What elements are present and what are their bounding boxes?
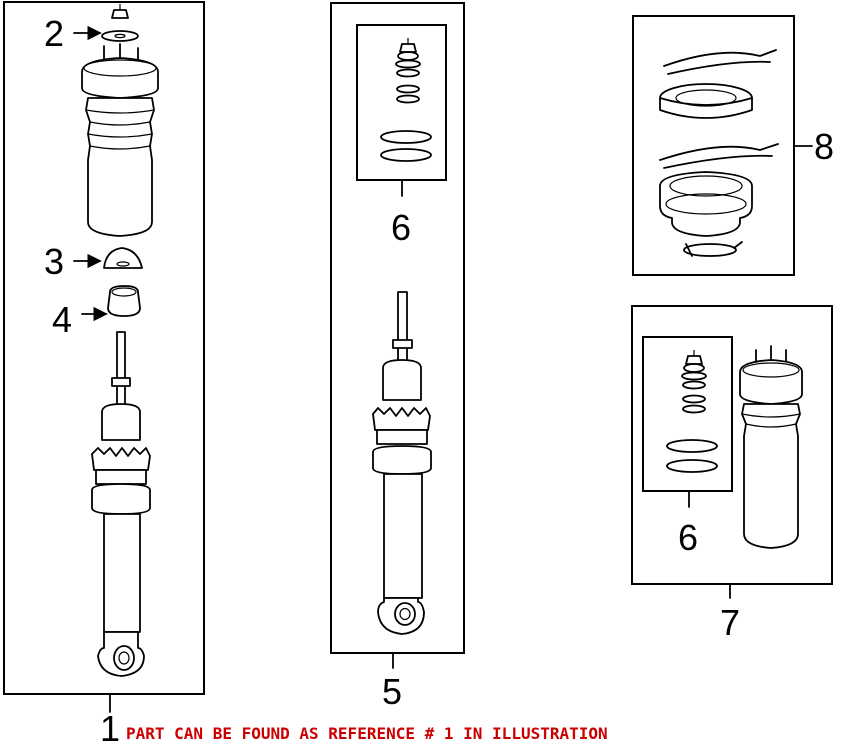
air-spring-unit <box>739 345 803 549</box>
callout-2: 2 <box>44 13 64 54</box>
callout-8: 8 <box>814 126 834 167</box>
panel-5-frame <box>330 2 465 654</box>
bump-stop-part <box>107 285 141 317</box>
shock-absorber-unit <box>372 291 432 635</box>
callout-7: 7 <box>720 602 740 643</box>
callout-5: 5 <box>382 671 402 712</box>
panel-air-spring: 6 7 <box>631 305 833 643</box>
bump-cap-part <box>103 247 143 269</box>
hardware-kit-a <box>380 38 432 162</box>
callout-3: 3 <box>44 241 64 282</box>
hardware-kit-frame-b <box>642 336 733 492</box>
spring-clip-part <box>683 241 743 257</box>
panel-strut-assembly: 2 3 4 1 <box>3 1 205 749</box>
panel-1-frame <box>3 1 205 695</box>
shock-absorber-part <box>91 331 151 677</box>
air-spring-part <box>81 43 159 237</box>
upper-spring-seat <box>659 49 777 119</box>
hardware-kit-b <box>666 350 718 473</box>
panel-shock-absorber: 6 5 <box>330 2 465 712</box>
panel-spring-seats: 8 <box>632 15 834 276</box>
panel-7-frame <box>631 305 833 585</box>
callout-4: 4 <box>52 299 72 340</box>
nut-washer-part <box>101 4 139 42</box>
callout-1: 1 <box>100 708 120 749</box>
callout-6-a: 6 <box>391 207 411 248</box>
lower-spring-seat <box>659 143 779 237</box>
callout-6-b: 6 <box>678 517 698 558</box>
reference-note: PART CAN BE FOUND AS REFERENCE # 1 IN IL… <box>126 724 608 743</box>
